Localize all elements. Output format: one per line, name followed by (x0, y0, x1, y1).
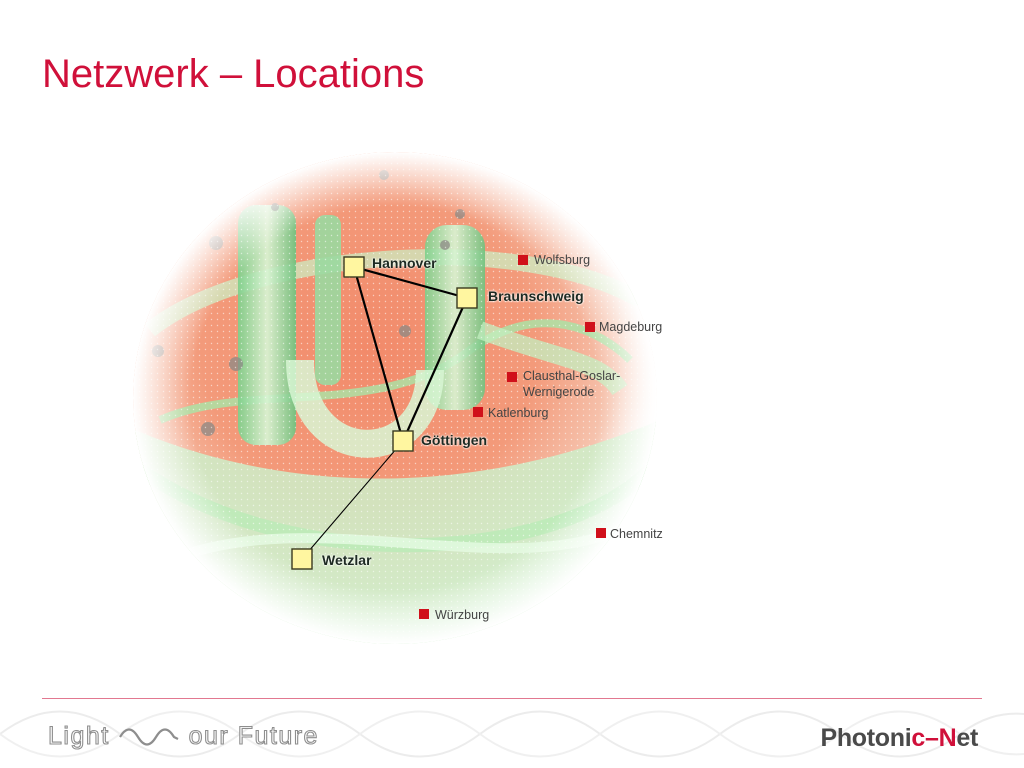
brand-logo: Photonic–Net (820, 724, 978, 753)
hub-marker-braunschweig (456, 287, 478, 309)
connection-braunschweig-goettingen (401, 297, 469, 442)
location-label-magdeburg: Magdeburg (599, 320, 663, 334)
hub-label-wetzlar: Wetzlar (322, 552, 372, 568)
slogan-wave-icon (119, 728, 179, 746)
network-connections (301, 265, 469, 560)
hub-marker-hannover (343, 256, 365, 278)
hub-marker-wetzlar (291, 548, 313, 570)
hub-label-hannover: Hannover (372, 255, 437, 271)
location-label-katlenburg: Katlenburg (488, 406, 549, 420)
hub-markers (291, 256, 478, 570)
brand-accent: c–N (911, 724, 957, 752)
marker-wolfsburg (518, 255, 528, 265)
brand-suffix: et (956, 724, 978, 752)
hub-label-goettingen: Göttingen (421, 432, 488, 448)
location-label-wolfsburg: Wolfsburg (534, 253, 591, 267)
connection-hannover-goettingen (352, 266, 405, 442)
page-title: Netzwerk – Locations (42, 52, 425, 96)
location-markers (419, 255, 606, 619)
footer-divider (42, 698, 982, 699)
connection-goettingen-wetzlar (301, 440, 404, 560)
brand-prefix: Photoni (820, 724, 912, 752)
slogan-right: our Future (188, 721, 319, 750)
location-label-wuerzburg: Würzburg (435, 608, 490, 622)
globe-background (133, 152, 657, 644)
hub-marker-goettingen (392, 430, 414, 452)
slogan-left: Light (47, 721, 110, 750)
connection-hannover-braunschweig (353, 265, 468, 300)
marker-katlenburg (473, 407, 483, 417)
footer-wave-decoration (0, 710, 1024, 758)
location-label-clausthal: Clausthal-Goslar- Wernigerode (523, 369, 621, 399)
location-label-chemnitz: Chemnitz (610, 527, 663, 541)
hub-label-braunschweig: Braunschweig (488, 288, 584, 304)
marker-wuerzburg (419, 609, 429, 619)
marker-clausthal (507, 372, 517, 382)
marker-magdeburg (585, 322, 595, 332)
marker-chemnitz (596, 528, 606, 538)
footer-slogan: Light our Future (47, 721, 319, 751)
